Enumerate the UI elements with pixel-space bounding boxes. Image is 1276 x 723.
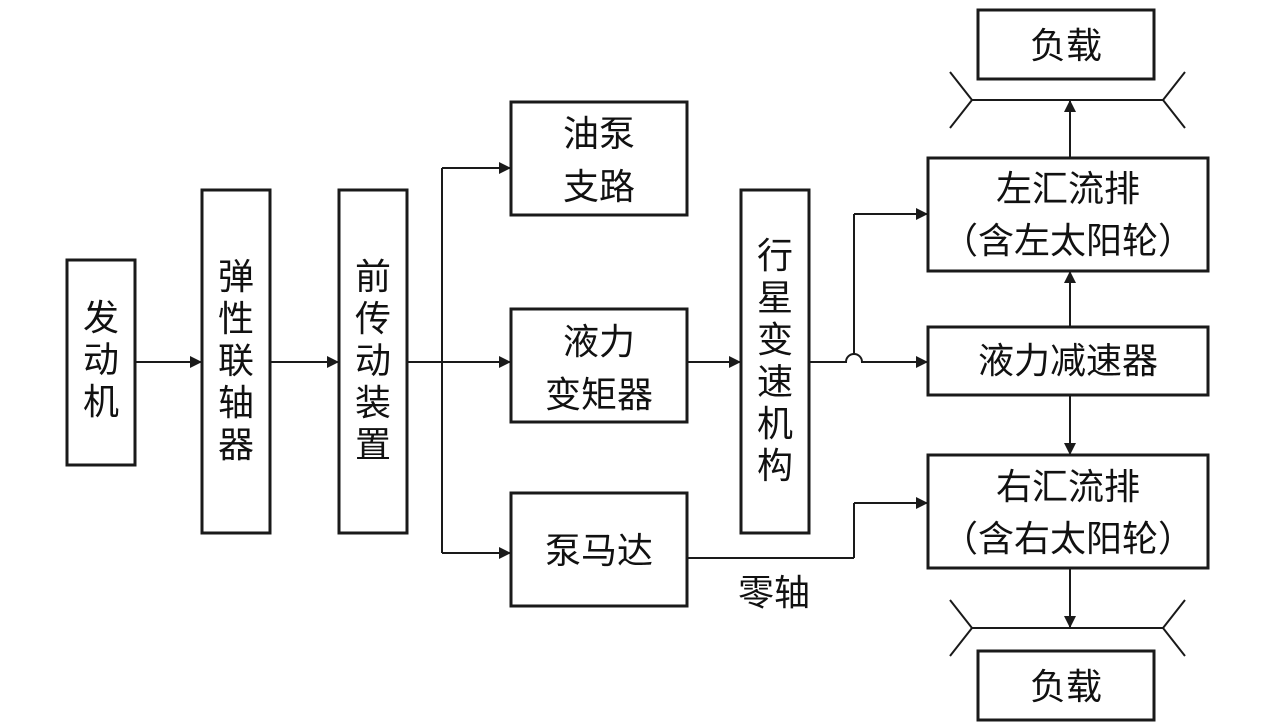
planetary-label-char-1: 行 — [757, 236, 793, 277]
oil-pump-branch-label-line-2: 支路 — [563, 167, 635, 208]
torque-converter-label-line-2: 变矩器 — [545, 375, 653, 416]
coupling-label-char-1: 弹 — [218, 257, 254, 298]
planetary-label: 行 星 变 速 机 构 — [757, 236, 793, 487]
load-top-label: 负载 — [1030, 26, 1102, 67]
torque-converter-box — [509, 307, 689, 424]
torque-converter-label: 液力 变矩器 — [545, 322, 653, 416]
hydro-retarder-label: 液力减速器 — [978, 341, 1158, 382]
front-drive-label-char-1: 前 — [355, 257, 391, 298]
oil-pump-branch-label-line-1: 油泵 — [563, 114, 635, 155]
engine-box — [65, 258, 137, 467]
right-confluence-box — [926, 453, 1210, 570]
engine-label-char-3: 机 — [83, 382, 119, 423]
coupling-box — [200, 188, 272, 535]
planetary-label-char-2: 星 — [757, 278, 793, 319]
right-confluence-label-line-1: 右汇流排 — [996, 467, 1140, 508]
engine-label-char-2: 动 — [83, 340, 119, 381]
front-drive-label-char-3: 动 — [355, 341, 391, 382]
planetary-label-char-5: 机 — [757, 404, 793, 445]
left-confluence-label: 左汇流排 （含左太阳轮） — [942, 169, 1194, 262]
coupling-label: 弹 性 联 轴 器 — [218, 257, 254, 466]
torque-converter-label-line-1: 液力 — [563, 322, 635, 363]
oil-pump-branch-box — [509, 100, 689, 217]
left-confluence-label-line-1: 左汇流排 — [996, 169, 1140, 210]
planetary-box — [739, 188, 811, 535]
coupling-label-char-4: 轴 — [218, 383, 254, 424]
zero-shaft-label: 零轴 — [738, 573, 810, 614]
pump-motor-box — [509, 491, 689, 608]
load-bottom-label: 负载 — [1030, 667, 1102, 708]
engine-label-char-1: 发 — [83, 298, 119, 339]
planetary-label-char-4: 速 — [757, 362, 793, 403]
front-drive-box — [337, 188, 409, 535]
planetary-to-retarder-arrow — [809, 353, 928, 368]
front-drive-label: 前 传 动 装 置 — [355, 257, 391, 466]
planetary-label-char-3: 变 — [757, 320, 793, 361]
left-confluence-label-line-2: （含左太阳轮） — [942, 221, 1194, 262]
load-bottom-box — [976, 649, 1156, 722]
front-drive-label-char-2: 传 — [355, 299, 391, 340]
engine-label: 发 动 机 — [83, 298, 119, 423]
bottom-output-shaft — [949, 599, 1186, 657]
oil-pump-branch-label: 油泵 支路 — [563, 114, 635, 208]
top-output-shaft — [949, 71, 1186, 129]
pump-motor-label: 泵马达 — [545, 531, 653, 572]
planetary-label-char-6: 构 — [757, 446, 793, 487]
front-drive-label-char-5: 置 — [355, 425, 391, 466]
load-top-box — [976, 8, 1156, 81]
right-confluence-label: 右汇流排 （含右太阳轮） — [942, 467, 1194, 560]
front-drive-label-char-4: 装 — [355, 383, 391, 424]
right-confluence-label-line-2: （含右太阳轮） — [942, 519, 1194, 560]
coupling-label-char-2: 性 — [218, 299, 254, 340]
coupling-label-char-3: 联 — [218, 341, 254, 382]
coupling-label-char-5: 器 — [218, 425, 254, 466]
